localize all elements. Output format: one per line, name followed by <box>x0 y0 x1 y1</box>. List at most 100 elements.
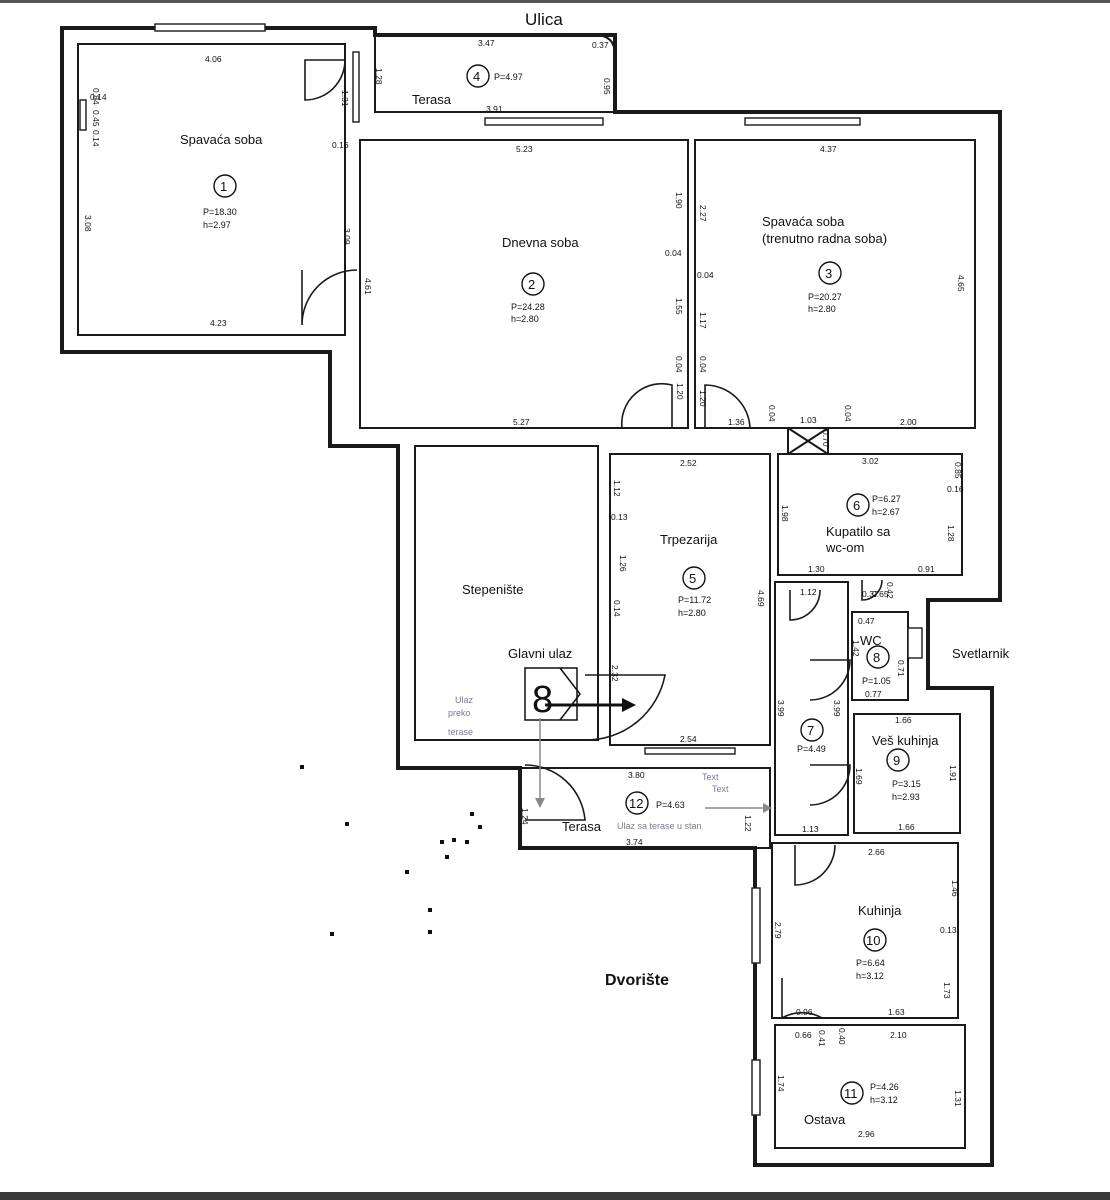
dim-label: 1.26 <box>618 555 628 572</box>
dim-label: 0.70 <box>821 430 831 447</box>
room-4-name: Terasa <box>412 92 452 107</box>
dim-label: 3.91 <box>486 104 503 114</box>
room-3-name: Spavaća soba <box>762 214 845 229</box>
dim-label: 3.08 <box>83 215 93 232</box>
room-10-number: 10 <box>866 933 880 948</box>
room-3-height: h=2.80 <box>808 304 836 314</box>
room-5-height: h=2.80 <box>678 608 706 618</box>
dim-label: 1.90 <box>674 192 684 209</box>
via-terrace-2: preko <box>448 708 471 718</box>
room-6-height: h=2.67 <box>872 507 900 517</box>
room-5-name: Trpezarija <box>660 532 718 547</box>
dim-label: 4.69 <box>756 590 766 607</box>
room-2-number: 2 <box>528 277 535 292</box>
stairs-name: Stepenište <box>462 582 523 597</box>
dimension-labels: 4.06 0.84 0.14 0.45 0.14 3.08 4.23 3.47 … <box>83 38 966 1139</box>
room-11-name: Ostava <box>804 1112 846 1127</box>
room-3-name-2: (trenutno radna soba) <box>762 231 887 246</box>
room-10-area: P=6.64 <box>856 958 885 968</box>
dim-label: 0.42 <box>885 582 895 599</box>
room-5-area: P=11.72 <box>678 595 711 605</box>
room-12-name: Terasa <box>562 819 602 834</box>
dim-label: 0.84 <box>91 88 101 105</box>
room-9-name: Veš kuhinja <box>872 733 939 748</box>
room-4-number: 4 <box>473 69 480 84</box>
windows <box>79 23 923 1116</box>
dim-label: 0.41 <box>817 1030 827 1047</box>
dim-label: 1.69 <box>854 768 864 785</box>
street-label: Ulica <box>525 10 563 29</box>
dim-label: 0.13 <box>611 512 628 522</box>
dim-label: 3.80 <box>628 770 645 780</box>
room-9-number: 9 <box>893 753 900 768</box>
dim-label: 1.12 <box>612 480 622 497</box>
dim-label: 0.96 <box>796 1007 813 1017</box>
dim-label: 2.27 <box>698 205 708 222</box>
dim-label: 1.98 <box>780 505 790 522</box>
room-1-height: h=2.97 <box>203 220 231 230</box>
room-1-name: Spavaća soba <box>180 132 263 147</box>
terrace-entry-label: Ulaz sa terase u stan <box>617 821 702 831</box>
room-10-height: h=3.12 <box>856 971 884 981</box>
dim-label: 1.13 <box>802 824 819 834</box>
room-2-area: P=24.28 <box>511 302 545 312</box>
dim-label: 0.91 <box>918 564 935 574</box>
yard-dots <box>300 765 482 936</box>
dim-label: 0.14 <box>612 600 622 617</box>
room-11-number: 11 <box>844 1086 858 1101</box>
dim-label: 1.91 <box>948 765 958 782</box>
dim-label: 0.16 <box>947 484 964 494</box>
room-6-area: P=6.27 <box>872 494 901 504</box>
dim-label: 0.04 <box>843 405 853 422</box>
dim-label: 1.24 <box>520 808 530 825</box>
dim-label: 1.03 <box>800 415 817 425</box>
room-2-name: Dnevna soba <box>502 235 579 250</box>
dim-label: 4.23 <box>210 318 227 328</box>
room-8-number: 8 <box>873 650 880 665</box>
dim-label: 2.52 <box>680 458 697 468</box>
dim-label: 4.61 <box>363 278 373 295</box>
dim-label: 0.04 <box>674 356 684 373</box>
dim-label: 1.36 <box>728 417 745 427</box>
dim-label: 1.46 <box>950 880 960 897</box>
room-12-number: 12 <box>629 796 643 811</box>
dim-label: 4.65 <box>956 275 966 292</box>
dim-label: 2.96 <box>858 1129 875 1139</box>
dim-label: 1.66 <box>895 715 912 725</box>
room-4-area: P=4.97 <box>494 72 523 82</box>
room-6-name-2: wc-om <box>825 540 864 555</box>
room-11-area: P=4.26 <box>870 1082 899 1092</box>
via-terrace-1: Ulaz <box>455 695 474 705</box>
dim-label: 4.37 <box>820 144 837 154</box>
room-12-area: P=4.63 <box>656 800 685 810</box>
dim-label: 1.28 <box>374 68 384 85</box>
dim-label: 2.10 <box>890 1030 907 1040</box>
dim-label: 2.00 <box>900 417 917 427</box>
dim-label: 0.16 <box>332 140 349 150</box>
dim-label: 0.04 <box>697 270 714 280</box>
top-border <box>0 0 1110 3</box>
room-11-height: h=3.12 <box>870 1095 898 1105</box>
yard-label: Dvorište <box>605 972 669 989</box>
doors <box>301 59 883 1020</box>
room-8-area: P=1.05 <box>862 676 891 686</box>
room-8-name: WC <box>860 633 882 648</box>
dim-label: 1.22 <box>743 815 753 832</box>
dim-label: 1.74 <box>776 1075 786 1092</box>
main-entrance-label: Glavni ulaz <box>508 646 572 661</box>
room-2-height: h=2.80 <box>511 314 539 324</box>
dim-label: 1.28 <box>946 525 956 542</box>
dim-label: 1.42 <box>851 640 861 657</box>
dim-label: 1.63 <box>888 1007 905 1017</box>
room-10-name: Kuhinja <box>858 903 902 918</box>
room-3-area: P=20.27 <box>808 292 842 302</box>
dim-label: 2.66 <box>868 847 885 857</box>
dim-label: 0.14 <box>91 130 101 147</box>
dim-label: 1.17 <box>698 312 708 329</box>
dim-label: 0.65 <box>872 589 889 599</box>
room-walls <box>359 34 976 1149</box>
dim-label: 0.04 <box>767 405 777 422</box>
via-terrace-3: terase <box>448 727 473 737</box>
dim-label: 2.79 <box>773 922 783 939</box>
room-6-number: 6 <box>853 498 860 513</box>
